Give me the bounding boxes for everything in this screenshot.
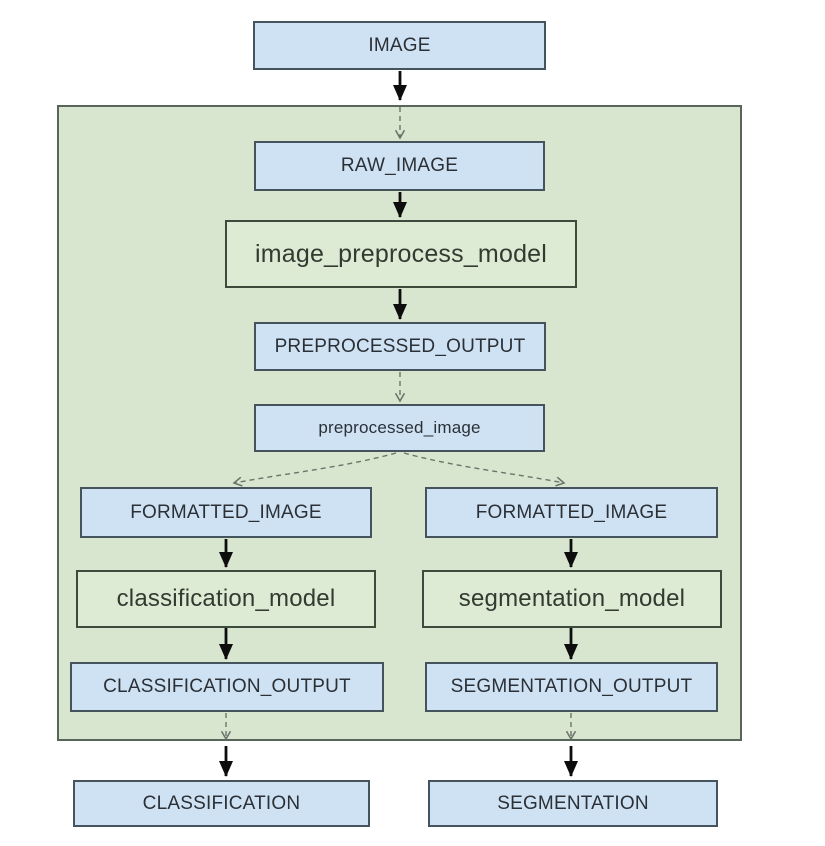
- node-classification-output: CLASSIFICATION_OUTPUT: [70, 662, 384, 712]
- node-raw-image: RAW_IMAGE: [254, 141, 545, 191]
- node-classification-model: classification_model: [76, 570, 376, 628]
- node-segmentation-label: SEGMENTATION: [497, 792, 649, 814]
- node-preprocessed-image-label: preprocessed_image: [318, 418, 481, 437]
- node-formatted-image-left-label: FORMATTED_IMAGE: [130, 501, 322, 523]
- node-classification-label: CLASSIFICATION: [142, 792, 301, 814]
- node-classification-output-label: CLASSIFICATION_OUTPUT: [103, 676, 351, 697]
- node-raw-image-label: RAW_IMAGE: [340, 155, 459, 176]
- node-classification: CLASSIFICATION: [73, 780, 370, 827]
- node-preprocessed-output-label: PREPROCESSED_OUTPUT: [274, 335, 526, 357]
- node-segmentation-model-label: segmentation_model: [458, 585, 686, 612]
- node-formatted-image-right-label: FORMATTED_IMAGE: [475, 501, 668, 523]
- node-preprocessed-image: preprocessed_image: [254, 404, 545, 452]
- node-image-preprocess-model-label: image_preprocess_model: [254, 239, 548, 268]
- node-image: IMAGE: [253, 21, 546, 70]
- node-formatted-image-left: FORMATTED_IMAGE: [80, 487, 372, 538]
- node-image-preprocess-model: image_preprocess_model: [225, 220, 577, 288]
- node-preprocessed-output: PREPROCESSED_OUTPUT: [254, 322, 546, 371]
- node-segmentation-model: segmentation_model: [422, 570, 722, 628]
- node-segmentation-output: SEGMENTATION_OUTPUT: [425, 662, 718, 712]
- node-formatted-image-right: FORMATTED_IMAGE: [425, 487, 718, 538]
- node-classification-model-label: classification_model: [116, 585, 336, 612]
- node-segmentation: SEGMENTATION: [428, 780, 718, 827]
- node-segmentation-output-label: SEGMENTATION_OUTPUT: [450, 676, 693, 697]
- node-image-label: IMAGE: [368, 34, 431, 56]
